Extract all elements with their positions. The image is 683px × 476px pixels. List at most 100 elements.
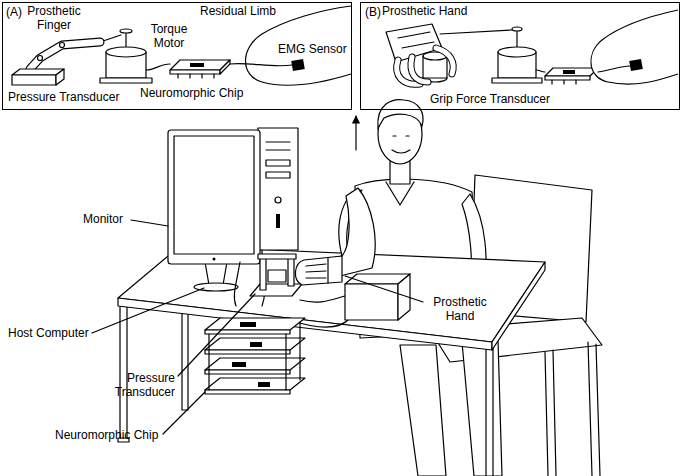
prosthetic-finger (38, 56, 43, 61)
neuromorphic-chip-stack (205, 318, 305, 394)
chair (553, 350, 556, 476)
neuromorphic-chip-b (545, 68, 598, 76)
person (406, 135, 409, 136)
pressure-transducer-device (260, 258, 266, 290)
prosthetic-hand (327, 258, 328, 283)
monitor (168, 130, 260, 291)
part-label: Residual Limb (200, 4, 276, 18)
leader-lines (178, 294, 255, 376)
neuromorphic-chip-b (575, 80, 576, 84)
prosthetic-hand-closeup (402, 42, 434, 48)
panel-letter: (B) (365, 5, 381, 19)
neuromorphic-chip (220, 60, 230, 74)
neuromorphic-chip-stack (240, 322, 256, 327)
part-label: Pressure Transducer (85, 371, 175, 400)
pressure-transducer (56, 69, 64, 85)
neuromorphic-chip (213, 74, 214, 78)
neuromorphic-chip (146, 64, 170, 70)
chair (545, 352, 548, 476)
residual-limb-b (598, 66, 630, 72)
neuromorphic-chip (201, 74, 202, 78)
neuromorphic-chip (170, 70, 220, 74)
arm-and-box (345, 284, 398, 320)
neuromorphic-chip-stack (205, 378, 305, 390)
monitor (174, 136, 254, 254)
torque-motor (100, 29, 152, 83)
arm-and-box (332, 188, 410, 320)
desk (182, 300, 188, 410)
host-computer (266, 160, 290, 166)
neuromorphic-chip-b (545, 76, 590, 80)
host-computer (258, 128, 298, 250)
torque-motor-b (492, 78, 542, 83)
host-computer (275, 197, 281, 203)
prosthetic-hand-closeup (436, 48, 453, 74)
part-label: Grip Force Transducer (430, 92, 550, 106)
neuromorphic-chip (189, 74, 190, 78)
neuromorphic-chip-stack (285, 334, 286, 390)
arm-and-box (340, 188, 375, 276)
neuromorphic-chip-b (536, 70, 545, 72)
part-label: Prosthetic Hand (426, 295, 494, 324)
neuromorphic-chip-stack (205, 358, 305, 370)
pressure-transducer (12, 69, 64, 85)
neuromorphic-chip-stack (205, 350, 290, 354)
neuromorphic-chip-stack (205, 318, 305, 330)
desk (118, 246, 545, 476)
prosthetic-hand-closeup (398, 32, 430, 38)
zoom-arrow (355, 116, 356, 150)
part-label: Neuromorphic Chip (55, 428, 158, 442)
neuromorphic-chip-stack (258, 382, 270, 387)
panel-box: (A)Prosthetic FingerTorque Motor Residual… (2, 2, 352, 110)
pressure-transducer-device (288, 258, 294, 286)
person (392, 150, 410, 153)
neuromorphic-chip (190, 63, 204, 67)
neuromorphic-chip-b (563, 70, 575, 74)
neuromorphic-chip-stack (232, 362, 246, 367)
host-computer (266, 172, 290, 178)
neuromorphic-chip-stack (205, 338, 305, 350)
panel-box: (B)Prosthetic HandGrip Force Transducer (360, 2, 680, 110)
chair (588, 342, 592, 476)
part-label: Prosthetic Finger (18, 4, 90, 33)
pressure-transducer-device (250, 254, 302, 296)
zoom-arrow (356, 116, 357, 150)
neuromorphic-chip-stack (250, 342, 262, 347)
pressure-transducer (12, 75, 56, 85)
torque-motor-b (492, 27, 542, 83)
torque-motor (106, 47, 146, 57)
prosthetic-hand-closeup (386, 24, 512, 84)
monitor (205, 262, 227, 285)
cables (234, 250, 350, 327)
neuromorphic-chip-b (563, 80, 564, 84)
person (386, 182, 414, 205)
person (400, 345, 446, 476)
residual-limb-b (591, 10, 678, 84)
prosthetic-hand (295, 256, 342, 285)
neuromorphic-chip-stack (205, 370, 290, 374)
monitor (168, 130, 260, 264)
host-computer (276, 214, 280, 228)
prosthetic-finger (60, 43, 65, 48)
part-label: Host Computer (8, 326, 89, 340)
prosthetic-finger (30, 42, 100, 69)
part-label: Torque Motor (143, 22, 195, 51)
torque-motor (100, 78, 152, 83)
prosthetic-hand-closeup (411, 57, 428, 82)
part-label: Pressure Transducer (8, 90, 119, 104)
part-label: Monitor (83, 212, 123, 226)
leader-lines (92, 220, 423, 434)
prosthetic-hand (306, 264, 326, 266)
chair (596, 344, 600, 476)
desk (492, 262, 545, 350)
panel-letter: (A) (6, 5, 22, 19)
part-label: EMG Sensor (278, 42, 347, 56)
prosthetic-hand (306, 277, 326, 278)
cables (300, 296, 345, 302)
monitor (213, 258, 216, 261)
neuromorphic-chip (177, 74, 178, 78)
residual-limb (230, 64, 292, 66)
